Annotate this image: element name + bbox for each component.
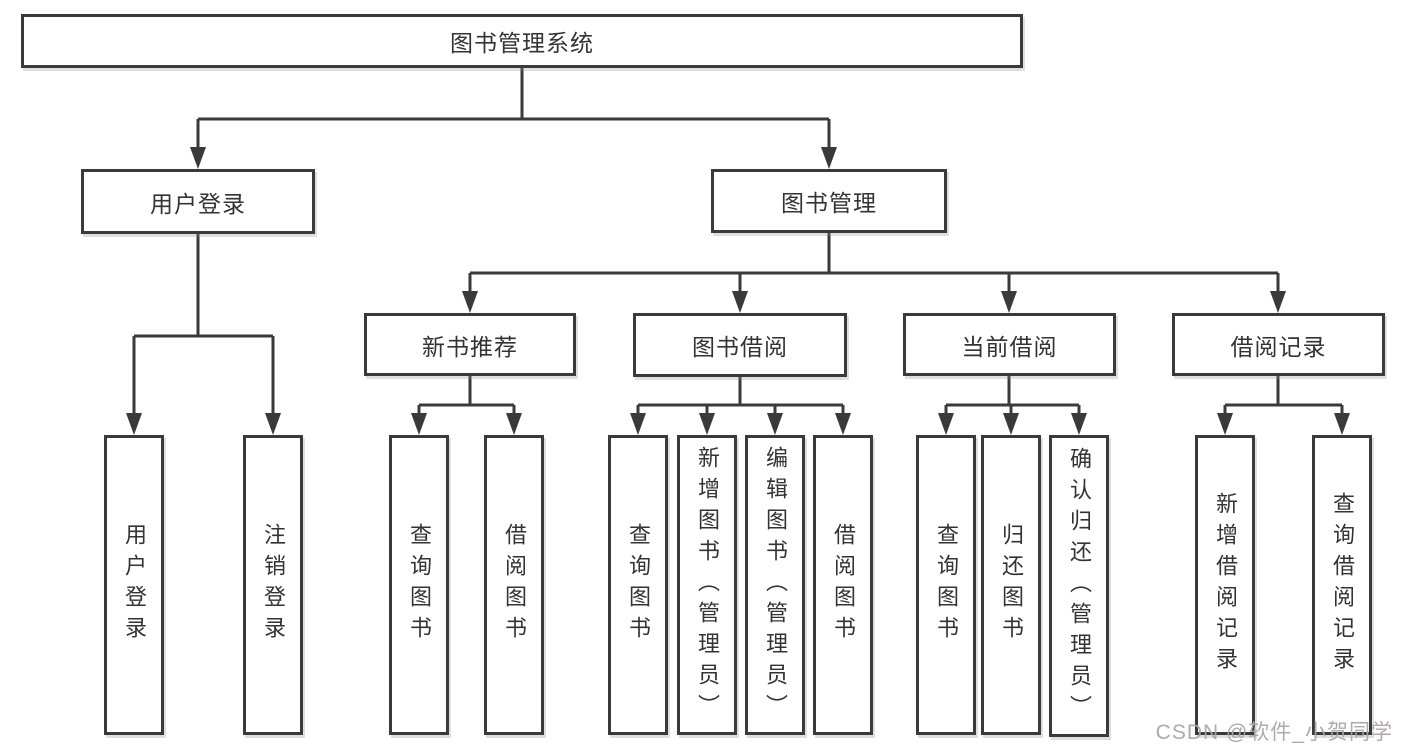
leaf-currentborrow-query-books: 查询图书 [916,435,976,735]
leaf-bookborrow-borrow-books: 借阅图书 [813,435,873,735]
leaf-newbooks-query-books: 查询图书 [389,435,449,735]
leaf-currentborrow-return-books: 归还图书 [981,435,1041,735]
connector-userlogin-to-leaves [126,234,281,435]
leaf-records-query-borrow-record: 查询借阅记录 [1312,435,1372,735]
leaf-currentborrow-confirm-return-admin: 确认归还（管理员） [1049,435,1109,737]
leaf-bookborrow-edit-books-admin: 编辑图书（管理员） [745,435,805,735]
connector-borrowrecords-to-leaves [1217,376,1350,435]
node-user-login: 用户登录 [81,169,315,234]
connector-newbooks-to-leaves [411,376,522,435]
node-borrow-records: 借阅记录 [1172,313,1385,376]
csdn-watermark: CSDN @软件_小贺同学 [1155,721,1393,744]
node-book-management: 图书管理 [711,169,947,233]
node-book-borrow: 图书借阅 [633,313,847,377]
node-current-borrow: 当前借阅 [903,313,1116,376]
connector-bookmgmt-to-level3 [462,233,1286,313]
node-new-book-recommend: 新书推荐 [364,313,576,376]
connector-currentborrow-to-leaves [938,376,1087,435]
connector-root-to-level2 [190,68,837,169]
leaf-bookborrow-add-books-admin: 新增图书（管理员） [677,435,737,735]
leaf-logout: 注销登录 [243,435,303,735]
leaf-records-add-borrow-record: 新增借阅记录 [1195,435,1255,735]
leaf-bookborrow-query-books: 查询图书 [608,435,668,735]
leaf-newbooks-borrow-books: 借阅图书 [484,435,544,735]
connector-bookborrow-to-leaves [630,377,851,435]
node-root-system: 图书管理系统 [21,14,1023,68]
leaf-user-login: 用户登录 [104,435,164,735]
